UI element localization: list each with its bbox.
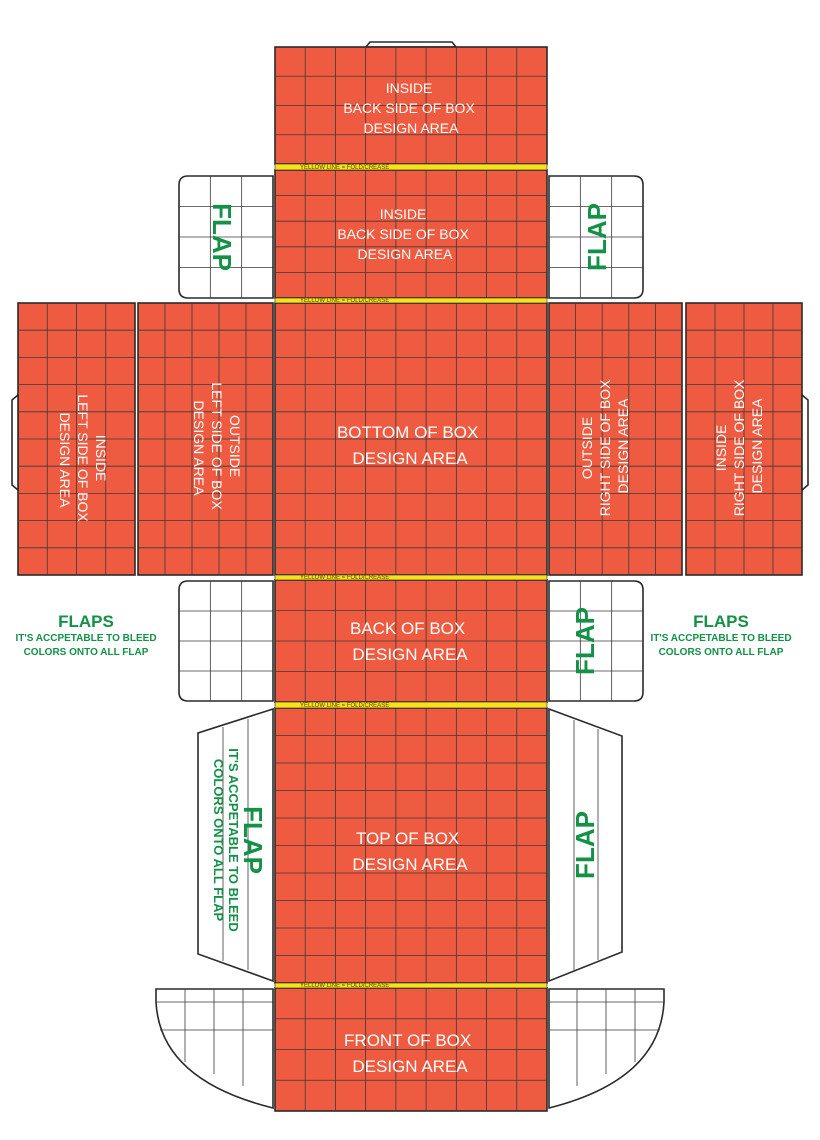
flap-label-mid-right: FLAP xyxy=(570,607,600,675)
tuck-flap-left-note: FLAP IT'S ACCPETABLE TO BLEED COLORS ONT… xyxy=(211,748,268,931)
svg-text:YELLOW LINE = FOLD/CREASE: YELLOW LINE = FOLD/CREASE xyxy=(300,165,389,171)
flap-label-tuck-right: FLAP xyxy=(570,811,600,879)
label-inside-back-2: INSIDE BACK SIDE OF BOX DESIGN AREA xyxy=(337,206,472,262)
svg-text:COLORS ONTO ALL FLAP: COLORS ONTO ALL FLAP xyxy=(24,647,149,658)
flaps-note-right: FLAPS IT'S ACCPETABLE TO BLEED COLORS ON… xyxy=(650,612,791,658)
crease-line: YELLOW LINE = FOLD/CREASE xyxy=(274,163,548,171)
label-outside-left: OUTSIDE LEFT SIDE OF BOX DESIGN AREA xyxy=(191,382,243,513)
svg-text:YELLOW LINE = FOLD/CREASE: YELLOW LINE = FOLD/CREASE xyxy=(300,575,389,581)
right-tab xyxy=(801,393,809,492)
flap-round-left xyxy=(155,988,274,1110)
svg-text:IT'S ACCPETABLE TO BLEED: IT'S ACCPETABLE TO BLEED xyxy=(15,633,156,644)
label-inside-back-top: INSIDE BACK SIDE OF BOX DESIGN AREA xyxy=(343,80,478,136)
svg-text:FLAP: FLAP xyxy=(238,806,268,874)
label-outside-right: OUTSIDE RIGHT SIDE OF BOX DESIGN AREA xyxy=(579,376,631,517)
svg-text:COLORS ONTO ALL FLAP: COLORS ONTO ALL FLAP xyxy=(211,759,226,922)
label-top: TOP OF BOX DESIGN AREA xyxy=(352,829,468,874)
label-back: BACK OF BOX DESIGN AREA xyxy=(350,619,470,664)
svg-text:YELLOW LINE = FOLD/CREASE: YELLOW LINE = FOLD/CREASE xyxy=(300,703,389,709)
panel-grid-lines xyxy=(18,47,802,1111)
flap-label-upper-right: FLAP xyxy=(582,203,612,271)
flaps-note-left: FLAPS IT'S ACCPETABLE TO BLEED COLORS ON… xyxy=(15,612,156,658)
crease-line: YELLOW LINE = FOLD/CREASE xyxy=(274,297,548,304)
label-bottom: BOTTOM OF BOX DESIGN AREA xyxy=(337,423,483,468)
flap-tuck-left xyxy=(197,707,274,983)
flap-label-upper-left: FLAP xyxy=(207,203,237,271)
crease-line: YELLOW LINE = FOLD/CREASE xyxy=(274,701,548,709)
svg-text:YELLOW LINE = FOLD/CREASE: YELLOW LINE = FOLD/CREASE xyxy=(300,983,389,989)
crease-line: YELLOW LINE = FOLD/CREASE xyxy=(274,574,548,581)
svg-text:COLORS ONTO ALL FLAP: COLORS ONTO ALL FLAP xyxy=(659,647,784,658)
svg-text:IT'S ACCPETABLE TO BLEED: IT'S ACCPETABLE TO BLEED xyxy=(650,633,791,644)
svg-text:YELLOW LINE = FOLD/CREASE: YELLOW LINE = FOLD/CREASE xyxy=(300,298,389,304)
flap-tuck-right xyxy=(548,707,623,983)
label-inside-right: INSIDE RIGHT SIDE OF BOX DESIGN AREA xyxy=(713,376,765,517)
left-tab xyxy=(11,393,19,492)
flap-round-right xyxy=(548,988,665,1110)
label-front: FRONT OF BOX DESIGN AREA xyxy=(344,1031,476,1076)
svg-text:IT'S ACCPETABLE TO BLEED: IT'S ACCPETABLE TO BLEED xyxy=(226,748,241,931)
label-inside-left: INSIDE LEFT SIDE OF BOX DESIGN AREA xyxy=(57,394,109,525)
svg-text:FLAPS: FLAPS xyxy=(58,612,114,631)
crease-line: YELLOW LINE = FOLD/CREASE xyxy=(274,982,548,989)
svg-text:FLAPS: FLAPS xyxy=(693,612,749,631)
